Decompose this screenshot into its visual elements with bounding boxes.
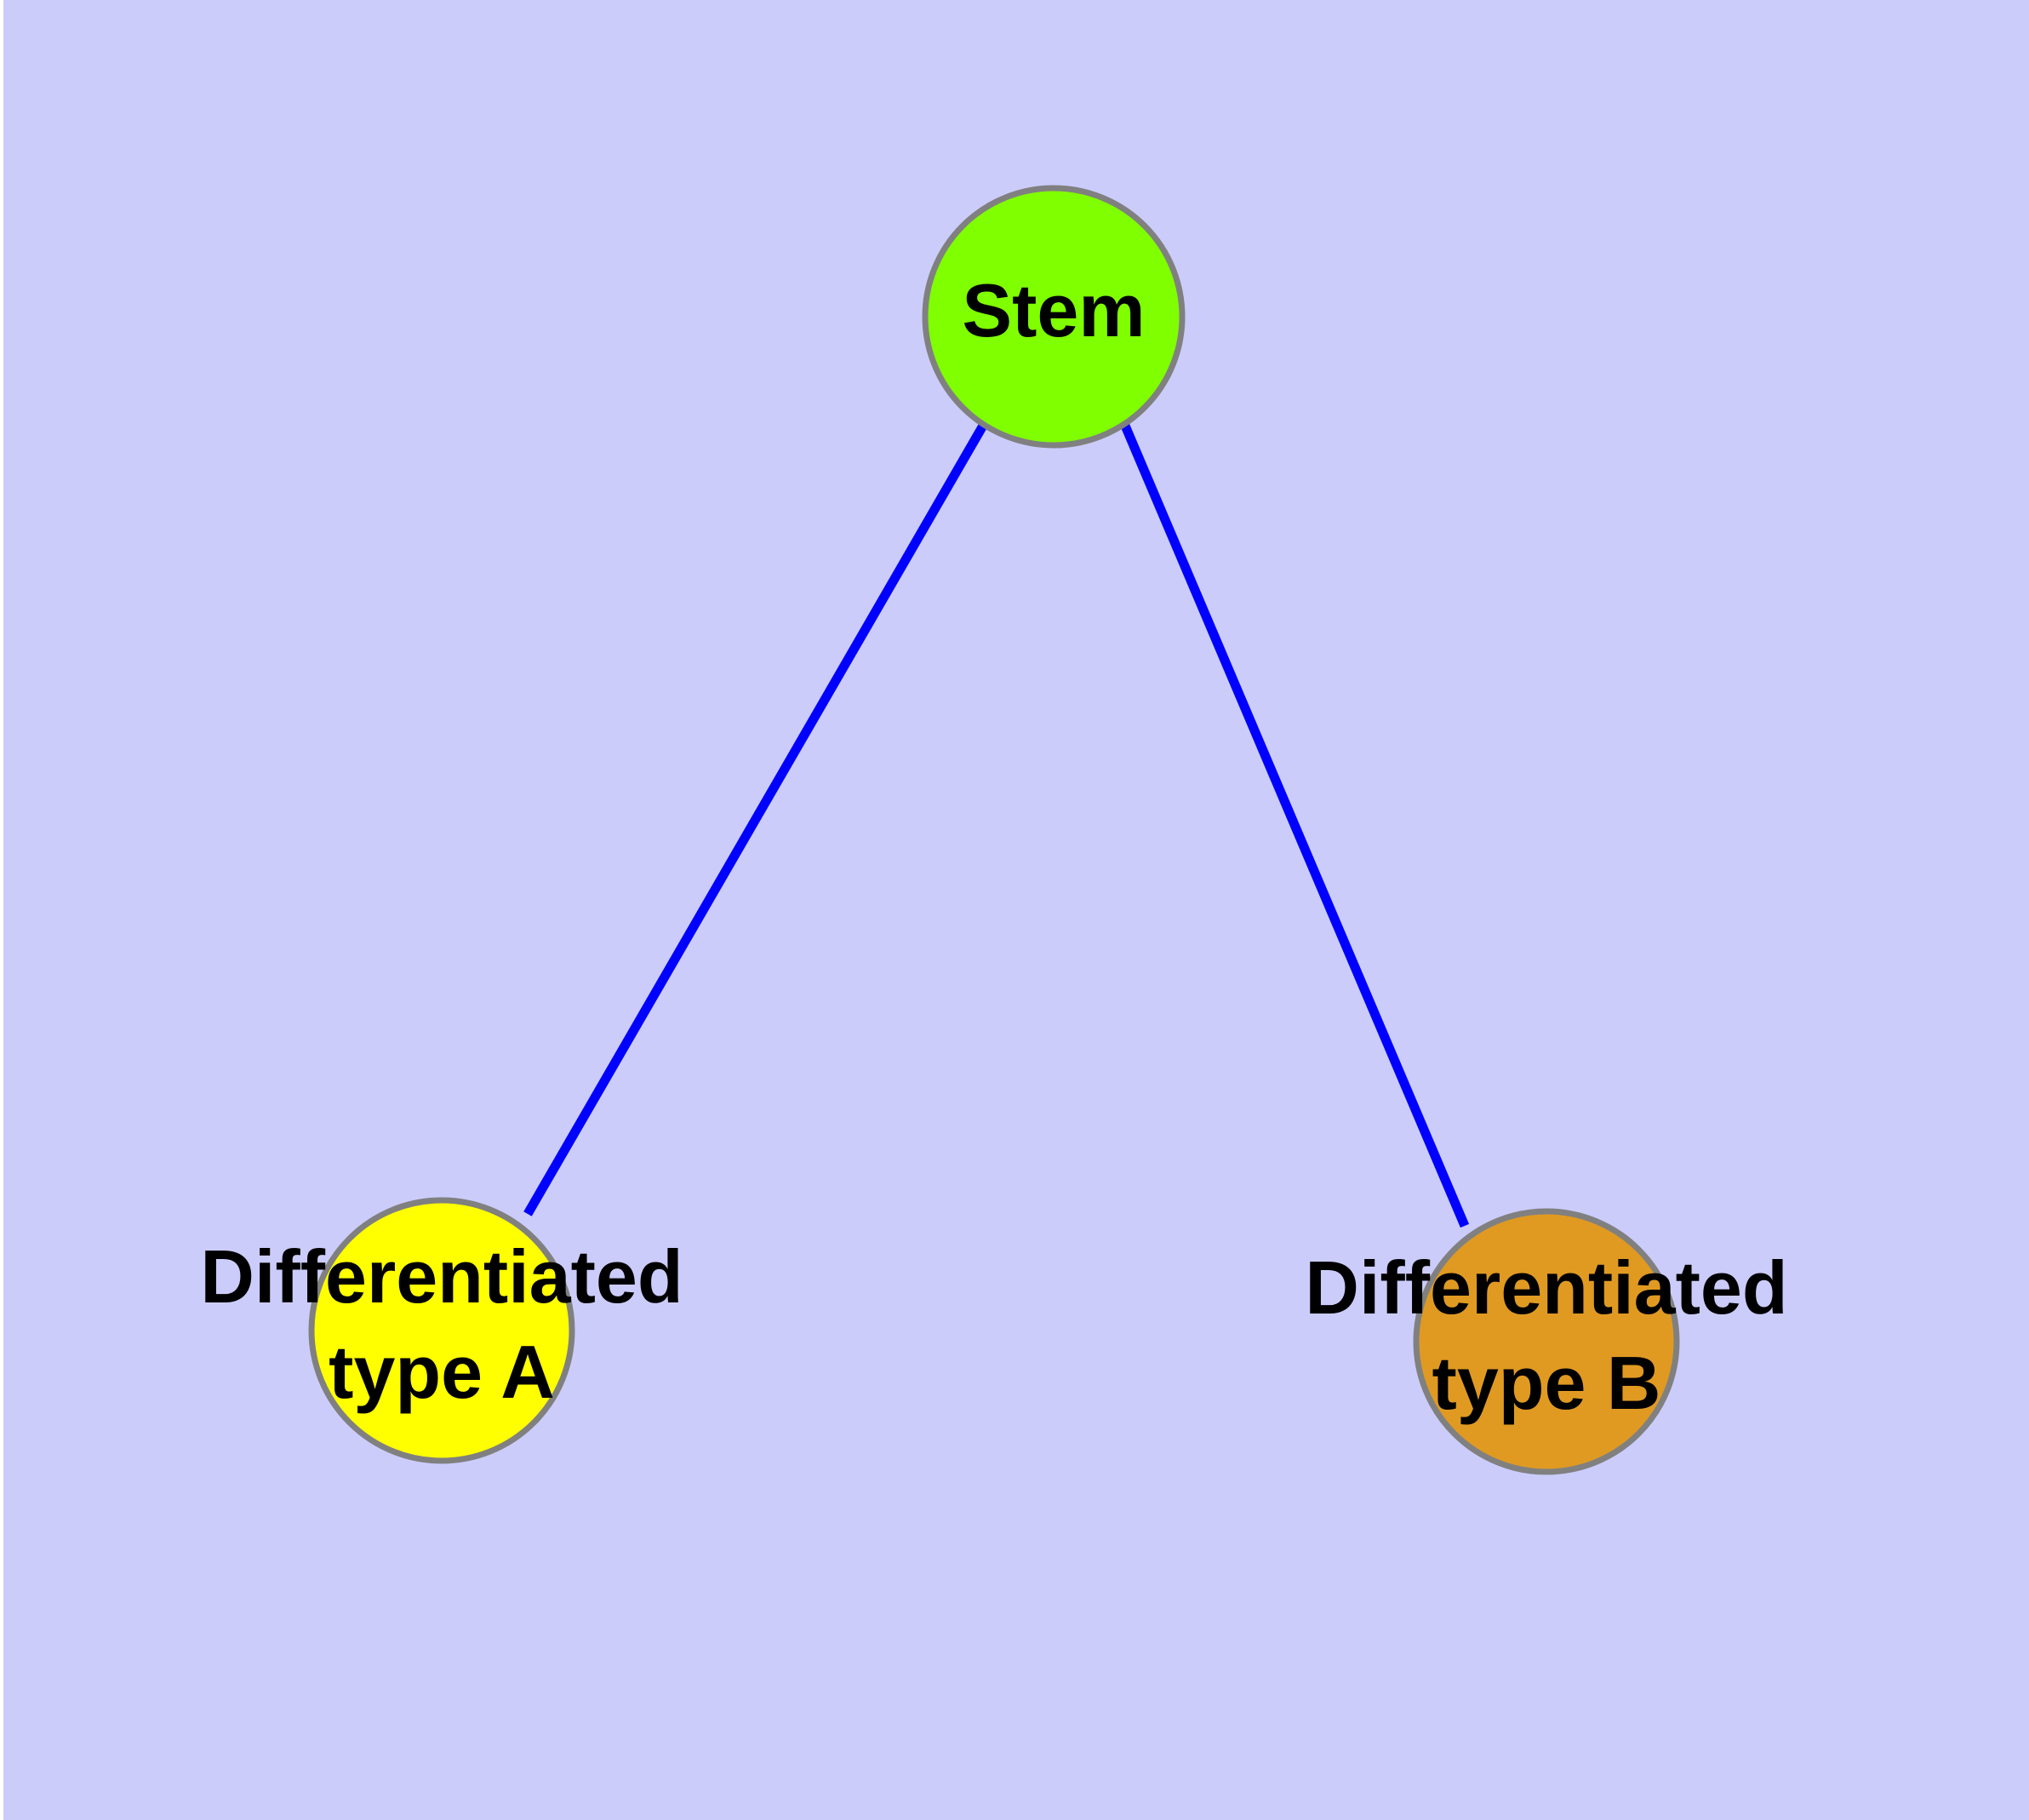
edge-group	[523, 423, 1470, 1228]
node-differentiated-type-b-circle[interactable]	[1413, 1208, 1680, 1475]
node-stem[interactable]: Stem	[922, 185, 1186, 449]
edge-stem-to-differentiated-type-a[interactable]	[523, 423, 987, 1216]
node-stem-circle[interactable]	[922, 185, 1186, 449]
edge-stem-to-differentiated-type-b[interactable]	[1120, 423, 1470, 1228]
node-differentiated-type-a-circle[interactable]	[308, 1197, 575, 1464]
node-stem-label: Stem	[962, 268, 1145, 352]
